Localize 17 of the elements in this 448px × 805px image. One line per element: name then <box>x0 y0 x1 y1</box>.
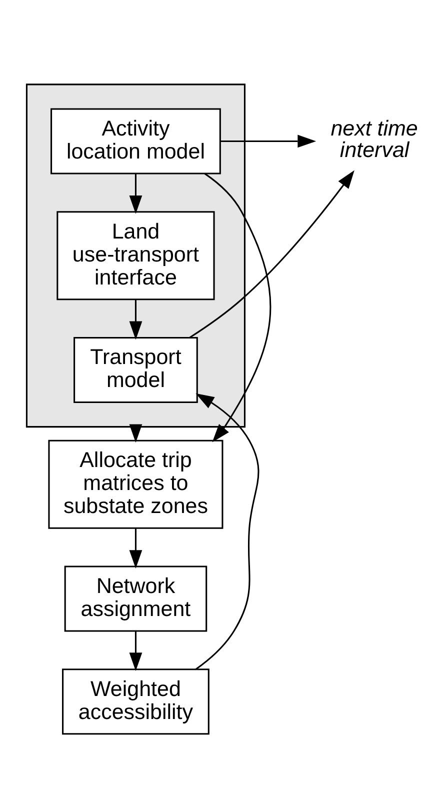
arrow <box>220 134 316 148</box>
node-box: Allocate trip matrices to substate zones <box>48 439 224 528</box>
arrow <box>129 630 142 671</box>
node-box: Land use-transport interface <box>56 210 215 300</box>
arrow <box>129 424 142 442</box>
node-text: next time interval <box>330 116 418 162</box>
node-box: Network assignment <box>64 565 208 632</box>
node-box: Weighted accessibility <box>62 668 210 734</box>
node-box: Activity location model <box>50 108 221 174</box>
cluster <box>26 83 246 428</box>
arrow <box>129 173 142 214</box>
arrow <box>204 172 272 442</box>
arrow <box>195 392 260 670</box>
arrow <box>129 528 142 568</box>
arrow <box>129 299 142 340</box>
arrow <box>189 170 354 338</box>
node-box: Transport model <box>74 336 198 402</box>
